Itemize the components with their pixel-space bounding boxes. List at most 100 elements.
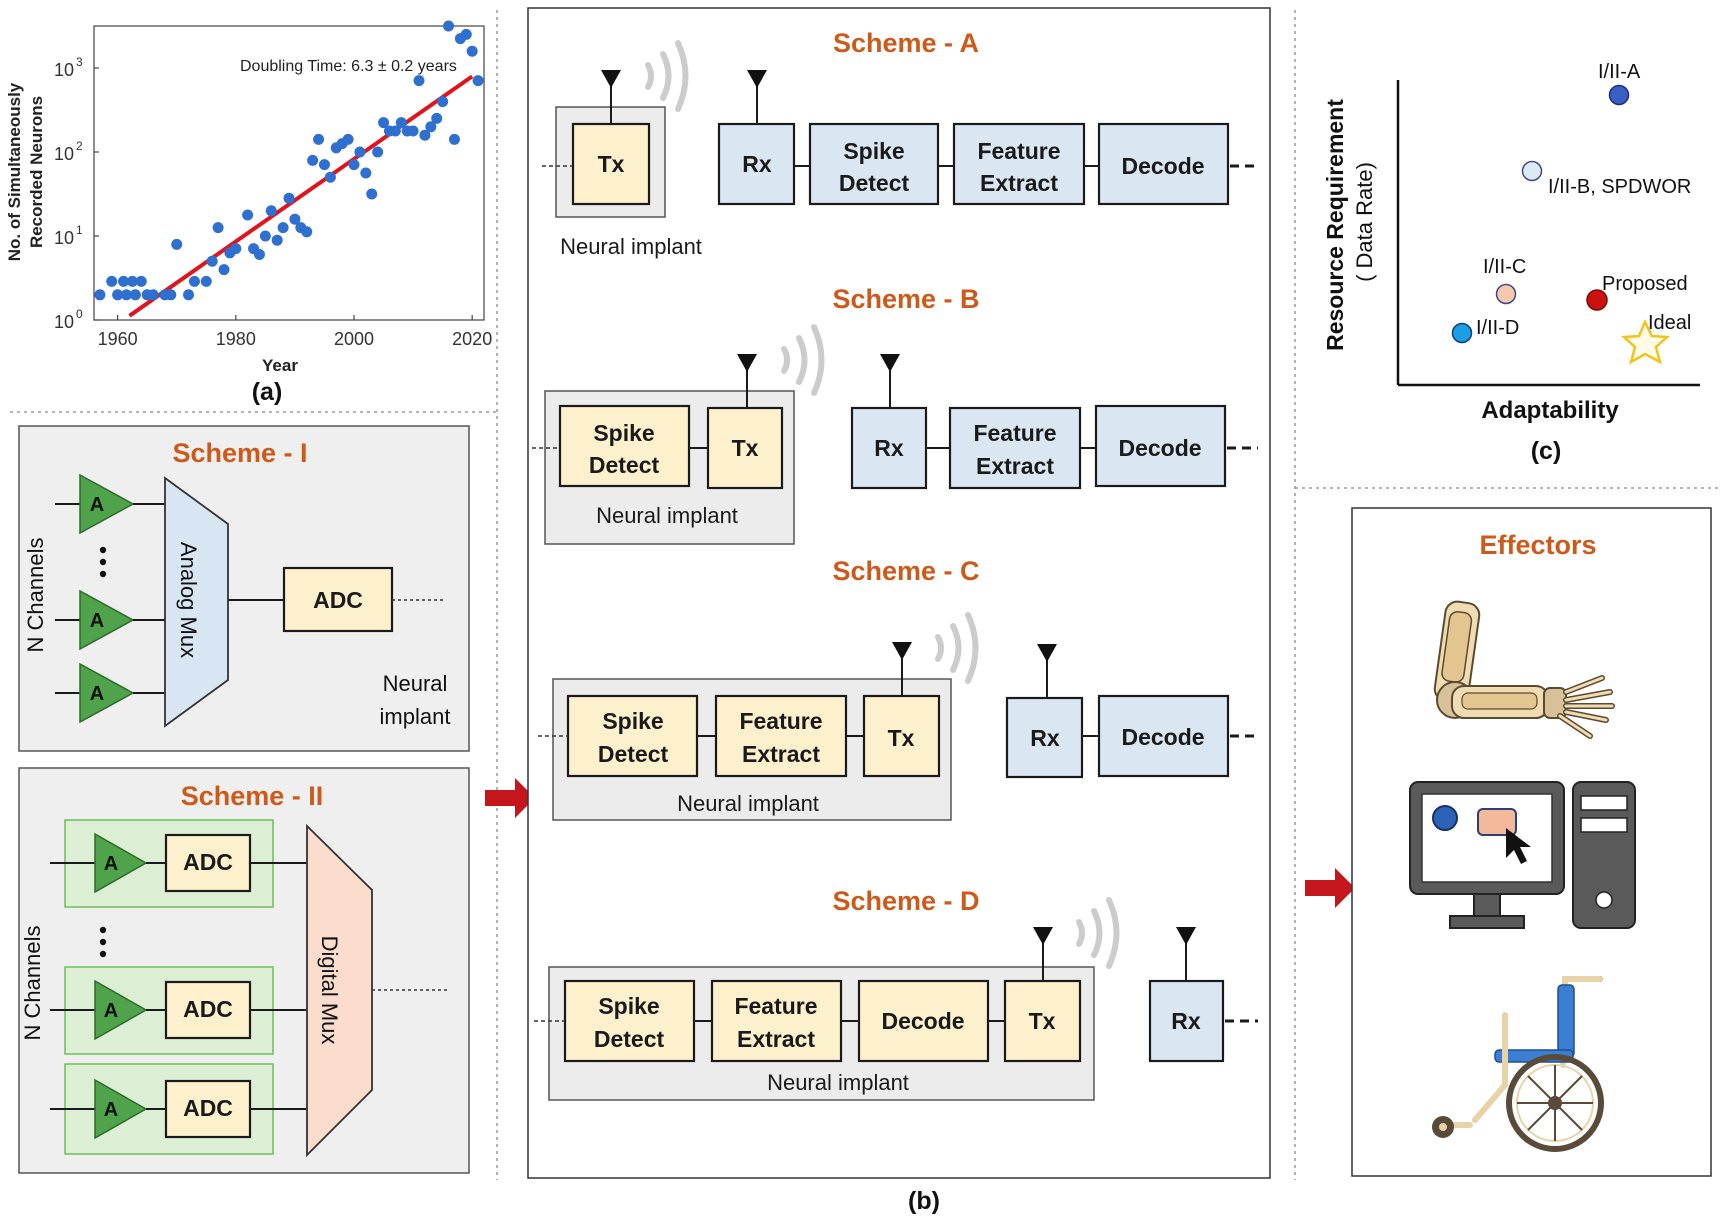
ellipsis-dots (99, 926, 107, 958)
data-point (342, 133, 354, 145)
antenna-icon (880, 354, 900, 372)
y-tick-label: 10 (54, 144, 74, 164)
data-point (348, 159, 360, 171)
svg-text:Detect: Detect (598, 741, 669, 767)
wireless-icon (645, 62, 654, 90)
antenna-icon (1033, 927, 1053, 945)
svg-text:ADC: ADC (183, 1095, 233, 1121)
data-point (165, 289, 177, 301)
n-channels-label: N Channels (20, 926, 45, 1041)
antenna-icon (747, 70, 767, 88)
svg-text:Extract: Extract (737, 1026, 815, 1052)
point-proposed (1586, 289, 1608, 311)
digital-mux-label: Digital Mux (317, 936, 342, 1045)
point-label: I/II-D (1476, 317, 1519, 339)
implant-label: Neural implant (596, 503, 738, 528)
svg-text:Spike: Spike (602, 708, 663, 734)
data-point (242, 209, 254, 221)
data-point (466, 45, 478, 57)
data-point (419, 129, 431, 141)
wireless-icon (781, 346, 790, 374)
scheme-i-panel: Scheme - I N Channels A A A Analog Mux A… (18, 425, 470, 752)
data-point (129, 289, 141, 301)
tradeoff-plot: Resource Requirement ( Data Rate) Adapta… (1322, 61, 1700, 465)
y-axis-label-line1: No. of Simultaneously (5, 82, 24, 261)
data-point (271, 234, 283, 246)
data-point (372, 146, 384, 158)
point-i-ii-c (1495, 283, 1517, 305)
svg-text:Detect: Detect (589, 452, 660, 478)
y-tick-exponent: 3 (76, 55, 83, 69)
implant-label-2: implant (380, 704, 451, 729)
svg-text:ADC: ADC (183, 996, 233, 1022)
svg-text:Spike: Spike (593, 420, 654, 446)
svg-text:Spike: Spike (598, 993, 659, 1019)
caption-a: (a) (252, 378, 283, 406)
analog-mux-label: Analog Mux (176, 542, 201, 658)
data-point (460, 28, 472, 40)
svg-text:Decode: Decode (881, 1008, 964, 1034)
svg-text:A: A (90, 683, 104, 705)
svg-text:A: A (90, 494, 104, 516)
svg-text:Tx: Tx (598, 151, 625, 177)
svg-text:Feature: Feature (973, 420, 1056, 446)
data-point (218, 264, 230, 276)
schemes-panel: Scheme - A Tx Neural implant Rx SpikeDet… (527, 7, 1271, 1215)
point-i-ii-d (1451, 322, 1473, 344)
feature-extract-block (952, 122, 1086, 206)
analog-mux (164, 476, 229, 728)
flow-arrow-icon (485, 778, 535, 818)
tx-block (1003, 979, 1082, 1063)
svg-text:Feature: Feature (739, 708, 822, 734)
implant-label: Neural implant (560, 234, 702, 259)
decode-block (1094, 404, 1227, 488)
data-point (94, 289, 106, 301)
implant-label-1: Neural (383, 671, 448, 696)
data-point (121, 289, 132, 301)
spike-detect-block (558, 404, 691, 488)
antenna-icon (1037, 644, 1057, 662)
data-point (324, 171, 336, 183)
data-point (407, 125, 419, 137)
data-point (112, 289, 124, 301)
point-i-ii-a (1608, 84, 1630, 106)
rx-block (717, 122, 796, 206)
channel-row: A ADC (50, 966, 307, 1055)
data-point (171, 238, 183, 250)
svg-text:Tx: Tx (732, 435, 759, 461)
point-i-ii-b (1521, 160, 1543, 182)
channel-row: A ADC (50, 1063, 307, 1155)
data-point (265, 205, 277, 217)
svg-text:Feature: Feature (734, 993, 817, 1019)
feature-extract-block (714, 694, 848, 778)
n-channels-label: N Channels (23, 538, 48, 653)
implant-label: Neural implant (677, 791, 819, 816)
amplifier: A (55, 473, 165, 535)
data-point (395, 117, 407, 129)
data-point (106, 275, 118, 287)
implant-label: Neural implant (767, 1070, 909, 1095)
point-label: I/II-A (1598, 61, 1641, 83)
data-point (431, 112, 443, 124)
wireless-icon (935, 634, 944, 662)
tx-block (862, 694, 941, 778)
data-point (183, 289, 195, 301)
x-tick-label: 1980 (216, 329, 256, 349)
svg-text:Extract: Extract (742, 741, 820, 767)
data-point (206, 255, 218, 267)
antenna-icon (737, 354, 757, 372)
scheme-i-title: Scheme - I (172, 438, 307, 468)
svg-text:Rx: Rx (874, 435, 904, 461)
y-tick-label: 10 (54, 312, 74, 332)
x-tick-label: 2000 (334, 329, 374, 349)
y-tick-label: 10 (54, 60, 74, 80)
data-point (147, 289, 159, 301)
effectors-panel: Effectors (1351, 507, 1712, 1177)
y-axis-label-1: Resource Requirement (1322, 99, 1348, 351)
data-point (126, 275, 138, 287)
data-point (389, 125, 401, 137)
y-axis-label-2: ( Data Rate) (1352, 162, 1377, 282)
